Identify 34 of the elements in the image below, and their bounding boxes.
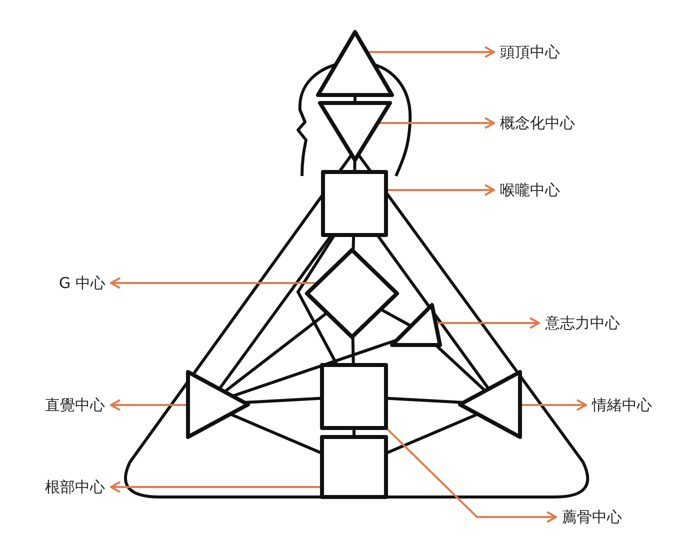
channel-line (224, 312, 328, 393)
center-triangle (316, 30, 394, 97)
center-label: 喉嚨中心 (500, 180, 560, 200)
center-label: 根部中心 (45, 477, 105, 497)
center-square (320, 363, 388, 430)
channel-line (244, 396, 322, 404)
center-label: 頭頂中心 (500, 42, 560, 62)
leader-line (110, 277, 318, 289)
leader-line (378, 117, 495, 129)
leader-line (386, 184, 495, 196)
channel-line (380, 308, 412, 328)
center-label: 直覺中心 (45, 395, 105, 415)
center-label: 薦骨中心 (562, 507, 622, 527)
center-label: 概念化中心 (500, 113, 575, 133)
channel-line (353, 160, 356, 172)
leader-line (110, 399, 188, 411)
leader-line (385, 427, 557, 523)
channel-line (386, 396, 464, 404)
center-label: 情緒中心 (592, 395, 652, 415)
leader-line (436, 317, 540, 329)
channel-line (352, 234, 356, 252)
channel-line (351, 336, 355, 366)
center-square (321, 170, 388, 237)
center-square (320, 435, 388, 499)
leader-line (366, 46, 495, 58)
leader-line (520, 399, 587, 411)
center-triangle (390, 303, 442, 347)
center-triangle (186, 370, 250, 439)
center-label: G 中心 (59, 273, 106, 293)
center-diamond (305, 248, 399, 339)
center-label: 意志力中心 (545, 313, 620, 333)
center-triangle (318, 101, 392, 162)
leader-line (110, 481, 322, 493)
center-triangle (458, 370, 522, 439)
